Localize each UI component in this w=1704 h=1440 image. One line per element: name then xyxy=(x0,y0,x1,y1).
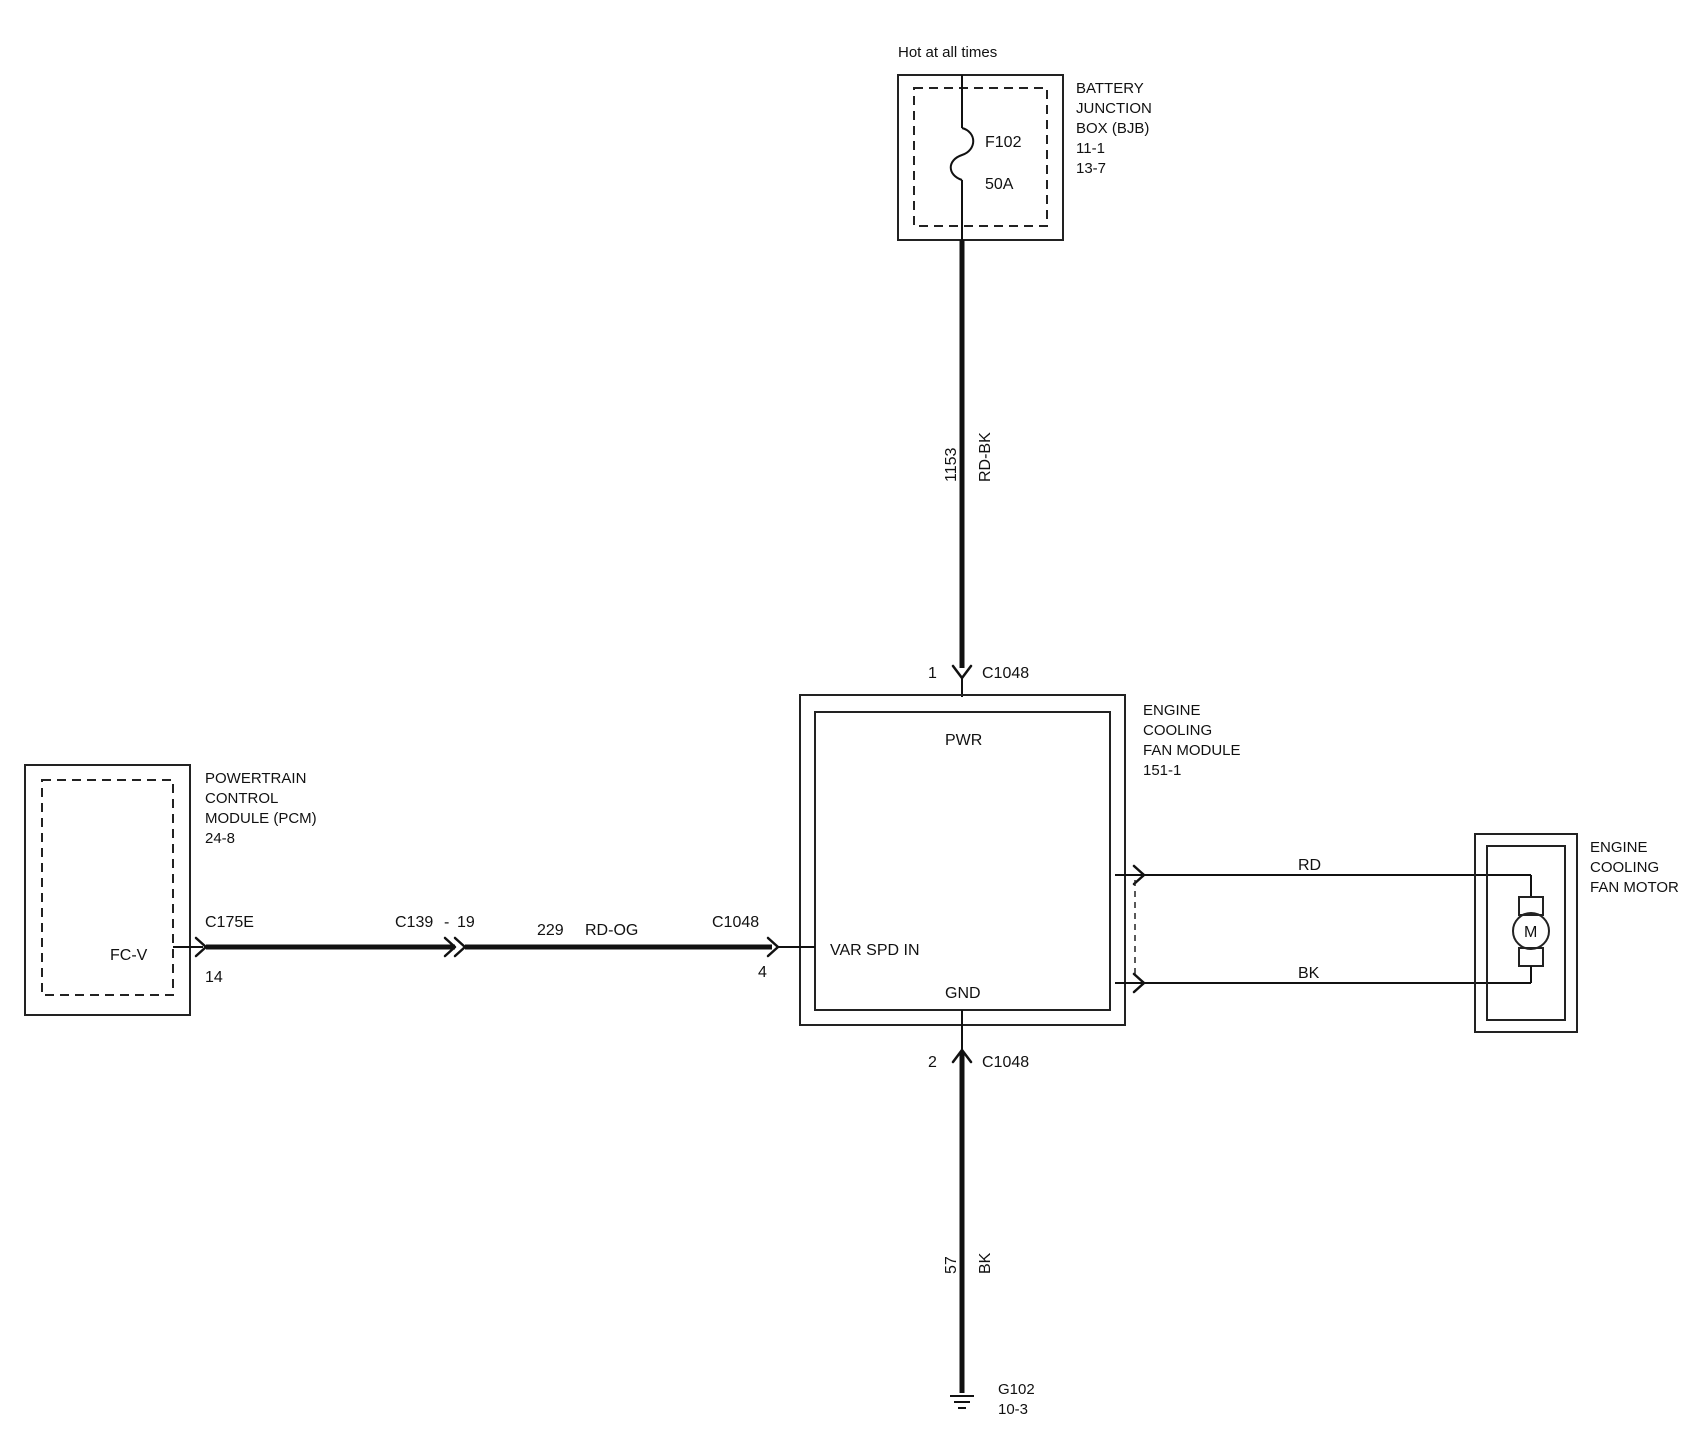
pcm-pin-label: FC-V xyxy=(110,947,148,964)
motor-wires: RD BK xyxy=(1115,857,1520,994)
connector-c1048-left-pin: 4 xyxy=(758,964,767,981)
motor-name-line-2: COOLING xyxy=(1590,859,1659,876)
wire-1153: 1153 RD-BK xyxy=(943,240,994,668)
motor-outer-box xyxy=(1474,833,1578,1033)
pcm-outer-box xyxy=(24,764,191,1016)
battery-junction-box: F102 50A BATTERY JUNCTION BOX (BJB) 11-1… xyxy=(897,74,1152,241)
engine-cooling-fan-module: PWR VAR SPD IN GND ENGINE COOLING FAN MO… xyxy=(799,694,1241,1026)
wire-229-circuit-label: 229 xyxy=(537,922,564,939)
motor-name-line-3: FAN MOTOR xyxy=(1590,879,1679,896)
pcm-inner-dashed-box xyxy=(41,779,174,996)
bjb-name-line-5: 13-7 xyxy=(1076,160,1106,177)
pcm-name-line-1: POWERTRAIN xyxy=(205,770,306,787)
connector-arrow-up-icon xyxy=(951,1048,973,1064)
fan-module-gnd-label: GND xyxy=(945,985,981,1002)
hot-at-all-times-label: Hot at all times xyxy=(898,44,997,61)
ground-name: G102 xyxy=(998,1381,1035,1398)
fan-module-name-line-4: 151-1 xyxy=(1143,762,1181,779)
inline-connector-pin: 19 xyxy=(457,914,475,931)
bjb-name-line-1: BATTERY xyxy=(1076,80,1144,97)
fuse-rating-label: 50A xyxy=(985,176,1014,193)
pcm-name-line-3: MODULE (PCM) xyxy=(205,810,317,827)
bjb-name-line-4: 11-1 xyxy=(1076,140,1105,157)
fan-module-var-spd-label: VAR SPD IN xyxy=(830,942,920,959)
ground-ref: 10-3 xyxy=(998,1401,1028,1418)
inline-connector-separator: - xyxy=(444,914,449,931)
wire-57: 57 BK xyxy=(943,1052,994,1393)
bjb-inner-dashed-box xyxy=(913,87,1048,227)
inline-connector-name: C139 xyxy=(395,914,433,931)
connector-c1048-top-pin: 1 xyxy=(928,665,937,682)
connector-c1048-top: 1 C1048 xyxy=(928,664,1029,697)
fuse-id-label: F102 xyxy=(985,134,1022,151)
motor-symbol: M xyxy=(1524,924,1537,941)
wire-1153-circuit-label: 1153 xyxy=(943,447,960,482)
fan-module-pwr-label: PWR xyxy=(945,732,982,749)
connector-c1048-left-name: C1048 xyxy=(712,914,759,931)
wire-1153-color-label: RD-BK xyxy=(977,432,994,482)
wire-57-color-label: BK xyxy=(977,1252,994,1274)
connector-c175e-name: C175E xyxy=(205,914,254,931)
rd-wire-color-label: RD xyxy=(1298,857,1321,874)
fuse-f102-icon xyxy=(949,127,975,181)
connector-c175e-pin: 14 xyxy=(205,969,223,986)
wire-229-color-label: RD-OG xyxy=(585,922,638,939)
motor-lower-brush xyxy=(1518,947,1544,967)
inline-connector-arrow-icon xyxy=(443,936,457,958)
ground-g102: G102 10-3 xyxy=(950,1381,1035,1418)
fan-module-name-line-1: ENGINE xyxy=(1143,702,1201,719)
wire-229: C175E 14 C139 - 19 229 RD-OG C1048 4 xyxy=(173,914,815,986)
fan-module-inner-box xyxy=(814,711,1111,1011)
bjb-outer-box xyxy=(897,74,1064,241)
motor-name-line-1: ENGINE xyxy=(1590,839,1648,856)
bjb-name-line-3: BOX (BJB) xyxy=(1076,120,1149,137)
connector-c1048-bottom-name: C1048 xyxy=(982,1054,1029,1071)
fan-module-name-line-3: FAN MODULE xyxy=(1143,742,1241,759)
connector-c1048-bottom: 2 C1048 xyxy=(928,1010,1029,1071)
bk-wire-color-label: BK xyxy=(1298,965,1320,982)
inline-connector-arrow-icon-2 xyxy=(453,936,467,958)
engine-cooling-fan-motor: M ENGINE COOLING FAN MOTOR xyxy=(1474,833,1679,1033)
motor-inner-box xyxy=(1486,845,1566,1021)
wire-57-circuit-label: 57 xyxy=(943,1256,960,1274)
powertrain-control-module: FC-V POWERTRAIN CONTROL MODULE (PCM) 24-… xyxy=(24,764,317,1016)
motor-upper-brush xyxy=(1518,896,1544,916)
fan-module-name-line-2: COOLING xyxy=(1143,722,1212,739)
pcm-name-line-2: CONTROL xyxy=(205,790,278,807)
bjb-name-line-2: JUNCTION xyxy=(1076,100,1152,117)
connector-c1048-top-name: C1048 xyxy=(982,665,1029,682)
pcm-name-line-4: 24-8 xyxy=(205,830,235,847)
connector-c1048-bottom-pin: 2 xyxy=(928,1054,937,1071)
